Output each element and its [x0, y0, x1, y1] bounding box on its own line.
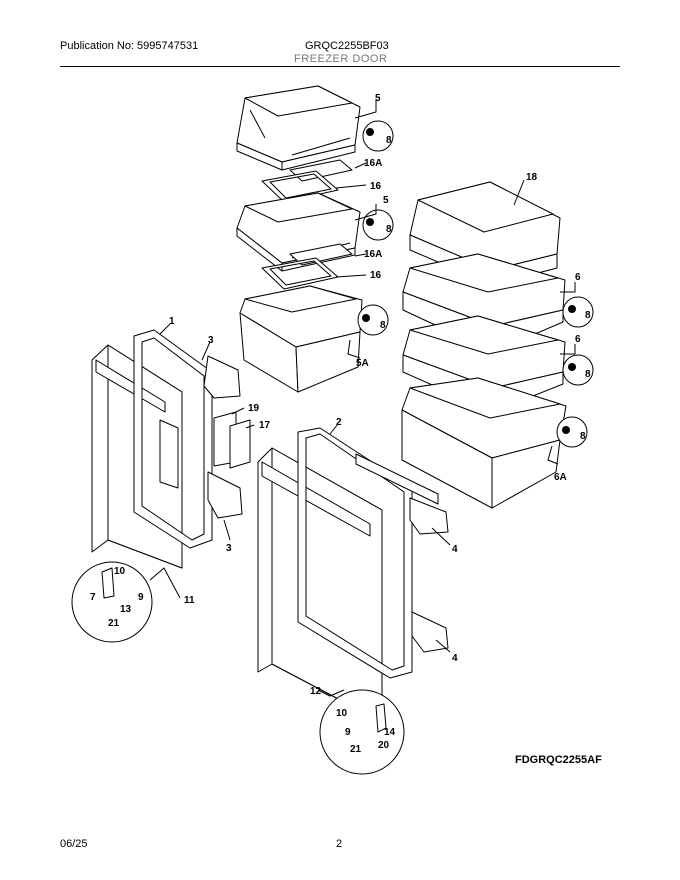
- callout-6a: 6: [575, 272, 581, 283]
- callout-12: 12: [310, 686, 322, 697]
- right-door: [257, 447, 383, 723]
- callout-5a: 5: [375, 93, 381, 104]
- callout-10-right: 10: [336, 708, 348, 719]
- diagram-code: FDGRQC2255AF: [515, 754, 602, 766]
- callout-7: 7: [90, 592, 96, 603]
- callout-4-lower: 4: [452, 653, 458, 664]
- callout-1: 1: [169, 316, 175, 327]
- callout-13: 13: [120, 604, 132, 615]
- model-number: GRQC2255BF03: [305, 40, 389, 52]
- callout-16a-top: 16A: [364, 158, 382, 169]
- bolt-detail-8f: [556, 416, 588, 448]
- callout-20: 20: [378, 740, 390, 751]
- callout-8b: 8: [386, 224, 392, 235]
- callout-18: 18: [526, 172, 538, 183]
- footer-date: 06/25: [60, 838, 88, 850]
- callout-9-right: 9: [345, 727, 351, 738]
- callout-8d: 8: [585, 310, 591, 321]
- hinge-plate-17: [229, 419, 251, 469]
- door-bin-3-lower: [207, 471, 243, 519]
- callout-16-top: 16: [370, 181, 382, 192]
- bolt-icon-8e: [568, 363, 576, 371]
- callout-9-left: 9: [138, 592, 144, 603]
- callout-3-lower: 3: [226, 543, 232, 554]
- callout-3-upper: 3: [208, 335, 214, 346]
- bolt-icon-8c: [362, 314, 370, 322]
- callout-14: 14: [384, 727, 396, 738]
- callout-8f: 8: [580, 431, 586, 442]
- basket-6a: [401, 377, 567, 509]
- section-title: FREEZER DOOR: [294, 53, 388, 65]
- callout-16-middle: 16: [370, 270, 382, 281]
- callout-21-left: 21: [108, 618, 120, 629]
- gasket-2: [297, 427, 413, 679]
- header-divider: [60, 66, 620, 67]
- callout-11: 11: [184, 595, 195, 606]
- bolt-icon-8a: [366, 128, 374, 136]
- hinge-part-right: [375, 703, 387, 733]
- bolt-icon-8b: [366, 218, 374, 226]
- callout-5b: 5: [383, 195, 389, 206]
- shelf-5-top: [236, 85, 361, 171]
- callout-6b: 6: [575, 334, 581, 345]
- callout-4-upper: 4: [452, 544, 458, 555]
- bolt-detail-8e: [562, 354, 594, 386]
- callout-16a-middle: 16A: [364, 249, 382, 260]
- callout-5a-basket: 5A: [356, 358, 369, 369]
- gasket-1: [133, 329, 213, 549]
- shelf-5-middle: [236, 192, 361, 272]
- door-bin-4-upper: [409, 497, 449, 535]
- gasket-16-top: [261, 170, 339, 203]
- hinge-part-left: [101, 567, 115, 599]
- leader-lines: [149, 100, 576, 697]
- bolt-detail-8b: [362, 209, 394, 241]
- basket-5a: [239, 285, 363, 393]
- callout-8a: 8: [386, 135, 392, 146]
- callout-6a-basket: 6A: [554, 472, 567, 483]
- callout-17: 17: [259, 420, 271, 431]
- page-number: 2: [336, 838, 343, 850]
- callout-8c: 8: [380, 320, 386, 331]
- door-bin-3-upper: [203, 355, 241, 399]
- hinge-detail-left: [71, 561, 153, 643]
- callout-19: 19: [248, 403, 260, 414]
- callout-21-right: 21: [350, 744, 362, 755]
- callout-10-left: 10: [114, 566, 126, 577]
- callout-8e: 8: [585, 369, 591, 380]
- callout-2: 2: [336, 417, 342, 428]
- publication-number: Publication No: 5995747531: [60, 40, 199, 52]
- door-bin-4-back: [355, 453, 439, 505]
- bolt-icon-8f: [562, 426, 570, 434]
- bolt-detail-8c: [357, 304, 389, 336]
- bolt-detail-8d: [562, 296, 594, 328]
- shelf-18: [409, 181, 561, 286]
- bolt-icon-8d: [568, 305, 576, 313]
